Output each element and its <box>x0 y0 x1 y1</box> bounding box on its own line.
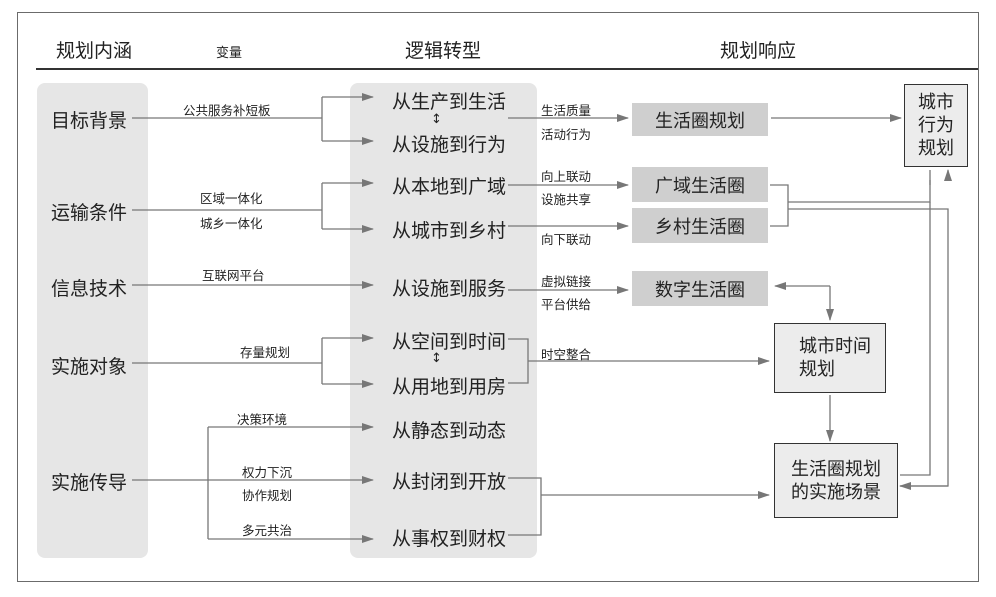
left-item-transport: 运输条件 <box>51 202 128 224</box>
header-variable: 变量 <box>216 46 243 61</box>
swap-arrow-2: ↕ <box>431 351 442 366</box>
response-wide-circle: 广域生活圈 <box>632 167 768 202</box>
var-urban-rural: 城乡一体化 <box>200 216 263 231</box>
var-public-service: 公共服务补短板 <box>183 103 271 118</box>
response-life-circle-plan: 生活圈规划 <box>632 103 768 136</box>
link-platform: 平台供给 <box>541 297 592 312</box>
header-connotation: 规划内涵 <box>56 40 133 62</box>
behavior-plan-line3: 规划 <box>918 138 954 159</box>
scene-line1: 生活圈规划 <box>791 458 881 480</box>
transform-space-time: 从空间到时间 <box>392 331 507 353</box>
box-implementation-scene: 生活圈规划 的实施场景 <box>774 443 898 518</box>
left-item-info-tech: 信息技术 <box>51 278 128 300</box>
link-virtual: 虚拟链接 <box>541 274 592 289</box>
box-urban-behavior-plan: 城市 行为 规划 <box>904 84 968 167</box>
var-internet: 互联网平台 <box>202 268 265 283</box>
link-downward: 向下联动 <box>541 232 592 247</box>
link-sharing: 设施共享 <box>541 192 592 207</box>
time-plan-line2: 规划 <box>799 359 835 380</box>
header-response: 规划响应 <box>720 40 797 62</box>
var-multi: 多元共治 <box>242 523 293 538</box>
header-rule <box>36 68 978 70</box>
behavior-plan-line1: 城市 <box>918 92 954 113</box>
transform-city-village: 从城市到乡村 <box>392 220 507 242</box>
transform-land-building: 从用地到用房 <box>392 376 507 398</box>
transform-closed-open: 从封闭到开放 <box>392 471 507 493</box>
box-urban-time-plan: 城市时间 规划 <box>774 323 886 393</box>
left-item-goal: 目标背景 <box>51 110 128 132</box>
left-panel <box>37 83 148 558</box>
link-quality: 生活质量 <box>541 103 592 118</box>
transformation-panel <box>350 83 537 558</box>
left-item-transmission: 实施传导 <box>51 472 128 494</box>
response-rural-circle: 乡村生活圈 <box>632 208 768 243</box>
scene-line2: 的实施场景 <box>791 481 881 503</box>
link-activity: 活动行为 <box>541 127 592 142</box>
time-plan-line1: 城市时间 <box>799 336 871 357</box>
transform-production-life: 从生产到生活 <box>392 91 507 113</box>
var-stock: 存量规划 <box>240 345 291 360</box>
var-power-down: 权力下沉 <box>242 465 293 480</box>
diagram-frame <box>17 12 979 582</box>
link-spacetime: 时空整合 <box>541 347 592 362</box>
transform-facility-behavior: 从设施到行为 <box>392 134 507 156</box>
left-item-object: 实施对象 <box>51 356 128 378</box>
transform-authority-finance: 从事权到财权 <box>392 528 507 550</box>
transform-local-wide: 从本地到广域 <box>392 176 507 198</box>
transform-facility-service: 从设施到服务 <box>392 278 507 300</box>
var-regional: 区域一体化 <box>200 191 263 206</box>
transform-static-dynamic: 从静态到动态 <box>392 420 507 442</box>
response-digital-circle: 数字生活圈 <box>632 271 768 306</box>
swap-arrow-1: ↕ <box>431 112 442 127</box>
header-transformation: 逻辑转型 <box>405 40 482 62</box>
behavior-plan-line2: 行为 <box>918 115 954 136</box>
link-upward: 向上联动 <box>541 169 592 184</box>
var-decision: 决策环境 <box>237 412 288 427</box>
var-collab: 协作规划 <box>242 488 293 503</box>
